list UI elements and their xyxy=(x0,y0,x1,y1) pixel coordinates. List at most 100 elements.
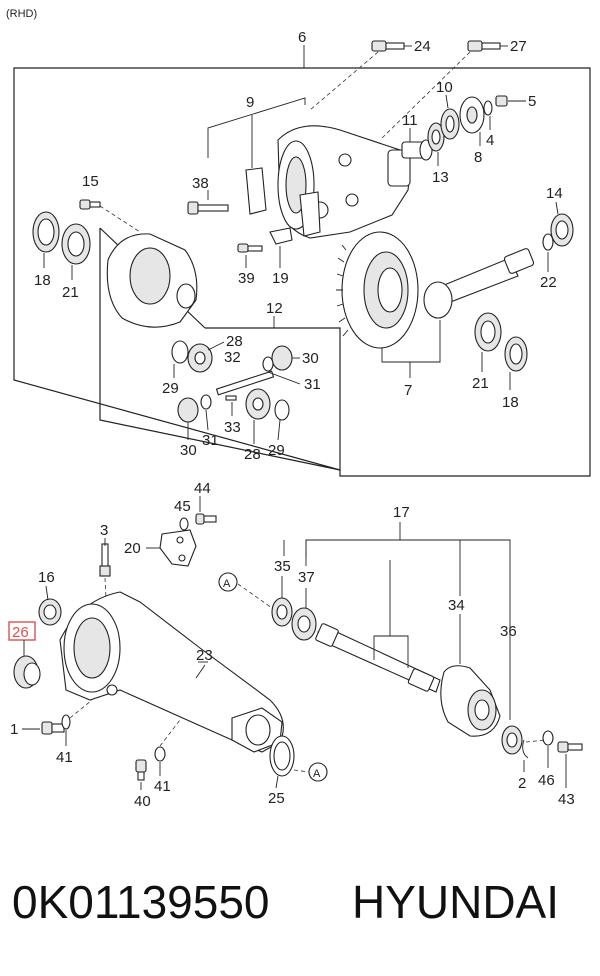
callout-2[interactable]: 2 xyxy=(518,775,526,792)
ref-a-lower-label: A xyxy=(313,768,321,780)
drive-pinion xyxy=(423,248,535,319)
callout-18-left[interactable]: 18 xyxy=(34,272,51,289)
callout-31-top[interactable]: 31 xyxy=(304,376,321,393)
callout-21-right[interactable]: 21 xyxy=(472,375,489,392)
callout-20[interactable]: 20 xyxy=(124,540,141,557)
bearing-21-left xyxy=(61,223,91,265)
axle-shaft xyxy=(315,623,441,693)
bolt-15 xyxy=(79,199,101,210)
bolt-27 xyxy=(467,40,501,52)
callout-22[interactable]: 22 xyxy=(540,274,557,291)
bracket-20 xyxy=(159,529,197,567)
axle-housing-23 xyxy=(59,591,284,753)
callout-29-left[interactable]: 29 xyxy=(162,380,179,397)
differential-carrier-housing xyxy=(277,125,411,239)
variant-label: (RHD) xyxy=(6,8,37,20)
callout-41-left[interactable]: 41 xyxy=(56,749,73,766)
callout-19[interactable]: 19 xyxy=(272,270,289,287)
bearing-cap-9 xyxy=(245,167,321,237)
callout-46[interactable]: 46 xyxy=(538,772,555,789)
callout-30-bottom[interactable]: 30 xyxy=(180,442,197,459)
hub-flange-34 xyxy=(440,665,501,737)
bolt-39 xyxy=(237,243,263,253)
callout-26[interactable]: 26 xyxy=(12,624,29,641)
callout-34[interactable]: 34 xyxy=(448,597,465,614)
callout-7[interactable]: 7 xyxy=(404,382,412,399)
bearing-14 xyxy=(550,213,574,247)
differential-case xyxy=(106,233,198,328)
washer-4 xyxy=(483,100,493,116)
bearing-race-18-right xyxy=(504,336,528,372)
callout-36[interactable]: 36 xyxy=(500,623,517,640)
callout-18-right[interactable]: 18 xyxy=(502,394,519,411)
bearing-13 xyxy=(427,122,445,152)
footer-brand: HYUNDAI xyxy=(352,876,559,928)
washer-41-left xyxy=(61,714,71,730)
callout-24[interactable]: 24 xyxy=(414,38,431,55)
callout-15[interactable]: 15 xyxy=(82,173,99,190)
bearing-21-right xyxy=(474,312,502,352)
callout-25[interactable]: 25 xyxy=(268,790,285,807)
oil-seal-16 xyxy=(38,598,62,626)
callout-5[interactable]: 5 xyxy=(528,93,536,110)
callout-40[interactable]: 40 xyxy=(134,793,151,810)
pin-33 xyxy=(225,395,237,401)
callout-6[interactable]: 6 xyxy=(298,29,306,46)
callout-28-top[interactable]: 28 xyxy=(226,333,243,350)
callout-28-bottom[interactable]: 28 xyxy=(244,446,261,463)
bearing-10 xyxy=(440,108,460,140)
bolt-38 xyxy=(187,201,229,215)
bushing-26 xyxy=(13,655,41,689)
nut-5 xyxy=(495,95,508,107)
drain-plug-1 xyxy=(41,721,65,735)
washer-45 xyxy=(179,517,189,531)
callout-3[interactable]: 3 xyxy=(100,522,108,539)
callout-16[interactable]: 16 xyxy=(38,569,55,586)
snap-ring-2 xyxy=(522,739,529,759)
callout-32[interactable]: 32 xyxy=(224,349,241,366)
ring-gear xyxy=(336,231,419,349)
flange-yoke-8 xyxy=(459,96,485,134)
bolt-43 xyxy=(557,741,583,753)
bolt-24 xyxy=(371,40,405,52)
callout-8[interactable]: 8 xyxy=(474,149,482,166)
callout-10[interactable]: 10 xyxy=(436,79,453,96)
callout-29-right[interactable]: 29 xyxy=(268,442,285,459)
breather-stud-3 xyxy=(99,543,111,577)
callout-41-bottom[interactable]: 41 xyxy=(154,778,171,795)
callout-1[interactable]: 1 xyxy=(10,721,18,738)
callout-33[interactable]: 33 xyxy=(224,419,241,436)
callout-17[interactable]: 17 xyxy=(393,504,410,521)
callout-23[interactable]: 23 xyxy=(196,647,213,664)
reference-mark-a-lower: A xyxy=(308,762,328,782)
companion-flange-11 xyxy=(401,139,433,161)
callout-35[interactable]: 35 xyxy=(274,558,291,575)
washer-31-top xyxy=(262,356,274,372)
callout-27[interactable]: 27 xyxy=(510,38,527,55)
callout-12[interactable]: 12 xyxy=(266,300,283,317)
side-gear-28-bottom xyxy=(245,388,271,420)
washer-31-bottom xyxy=(200,394,212,410)
callout-14[interactable]: 14 xyxy=(546,185,563,202)
footer-part-number: 0K01139550 xyxy=(12,876,270,928)
callout-4[interactable]: 4 xyxy=(486,132,494,149)
callout-37[interactable]: 37 xyxy=(298,569,315,586)
callout-9[interactable]: 9 xyxy=(246,94,254,111)
callout-44[interactable]: 44 xyxy=(194,480,211,497)
pinion-gear-30-bottom xyxy=(177,397,199,423)
side-gear-28-top xyxy=(187,343,213,373)
callout-13[interactable]: 13 xyxy=(432,169,449,186)
callout-39[interactable]: 39 xyxy=(238,270,255,287)
part-26-highlight-box[interactable]: 26 xyxy=(8,621,36,641)
callout-21-left[interactable]: 21 xyxy=(62,284,79,301)
callout-30-top[interactable]: 30 xyxy=(302,350,319,367)
ref-a-upper-label: A xyxy=(223,578,231,590)
callout-45[interactable]: 45 xyxy=(174,498,191,515)
callout-38[interactable]: 38 xyxy=(192,175,209,192)
callout-31-bottom[interactable]: 31 xyxy=(202,432,219,449)
callout-43[interactable]: 43 xyxy=(558,791,575,808)
pinion-gear-30-top xyxy=(271,345,293,371)
bearing-race-18-left xyxy=(32,211,60,253)
callout-11[interactable]: 11 xyxy=(402,112,418,129)
